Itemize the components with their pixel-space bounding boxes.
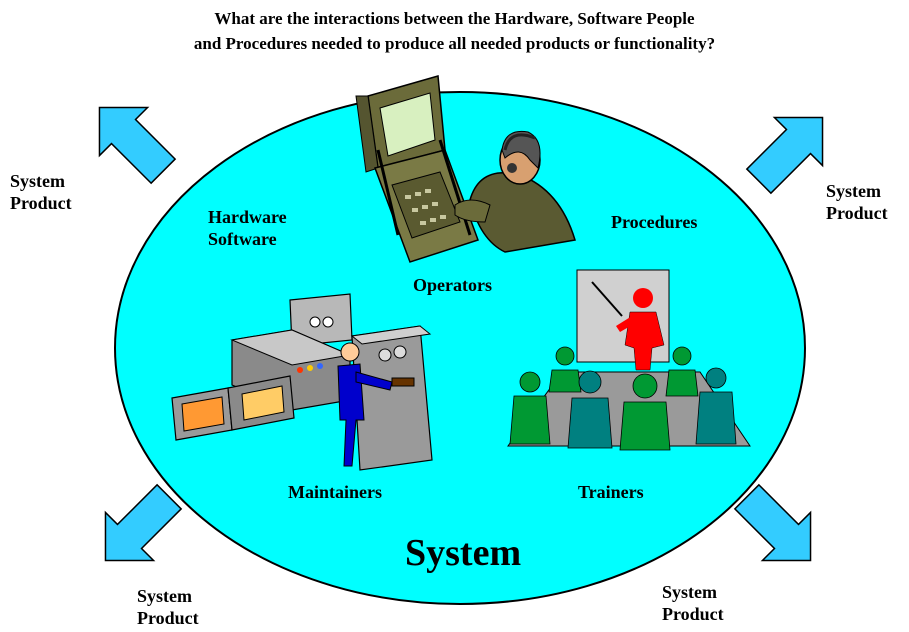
arrow-top-left-icon bbox=[74, 82, 188, 196]
system-ellipse bbox=[114, 91, 806, 605]
system-product-top-left: System Product bbox=[10, 170, 72, 214]
system-product-line-2: Product bbox=[662, 604, 724, 624]
title-line-1: What are the interactions between the Ha… bbox=[214, 9, 695, 28]
software-label: Software bbox=[208, 229, 277, 249]
system-product-bottom-right: System Product bbox=[662, 581, 724, 625]
system-product-line-1: System bbox=[662, 582, 717, 602]
maintainers-label: Maintainers bbox=[288, 482, 382, 502]
system-product-line-2: Product bbox=[826, 203, 888, 223]
system-product-line-1: System bbox=[10, 171, 65, 191]
trainer-with-class-icon bbox=[507, 269, 751, 451]
system-product-line-1: System bbox=[137, 586, 192, 606]
hardware-software-label: Hardware Software bbox=[208, 206, 287, 250]
operator-at-console-icon bbox=[355, 75, 576, 263]
operators-label: Operators bbox=[413, 275, 492, 295]
trainers-label: Trainers bbox=[578, 482, 644, 502]
system-product-line-2: Product bbox=[10, 193, 72, 213]
diagram-title: What are the interactions between the Ha… bbox=[0, 6, 909, 56]
hardware-label: Hardware bbox=[208, 207, 287, 227]
system-product-line-1: System bbox=[826, 181, 881, 201]
title-line-2: and Procedures needed to produce all nee… bbox=[193, 34, 716, 53]
system-product-top-right: System Product bbox=[826, 180, 888, 224]
maintainer-at-machines-icon bbox=[171, 293, 433, 471]
system-product-line-2: Product bbox=[137, 608, 199, 628]
system-product-bottom-left: System Product bbox=[137, 585, 199, 629]
procedures-label: Procedures bbox=[611, 212, 698, 232]
system-label: System bbox=[405, 532, 522, 574]
